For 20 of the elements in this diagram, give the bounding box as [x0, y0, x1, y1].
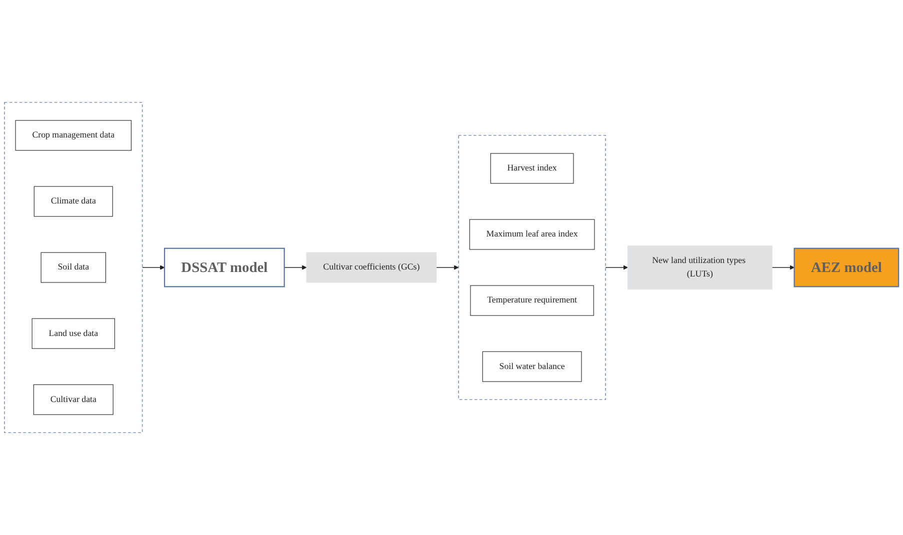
arrow	[142, 265, 165, 270]
node-box: Crop management data	[15, 120, 132, 151]
node-box: DSSAT model	[164, 248, 285, 288]
node-box: Maximum leaf area index	[469, 219, 595, 250]
node-box: Soil water balance	[482, 351, 582, 382]
arrow	[284, 265, 307, 270]
node-box: Climate data	[34, 186, 113, 217]
cluster	[4, 102, 143, 434]
node-box: Soil data	[40, 252, 106, 283]
cluster	[458, 134, 606, 400]
node-box: Cultivar data	[33, 384, 114, 415]
node-box: Cultivar coefficients (GCs)	[306, 252, 437, 283]
arrow	[605, 265, 628, 270]
node-box: AEZ model	[794, 248, 900, 288]
node-box: Land use data	[32, 318, 115, 349]
arrow	[436, 265, 459, 270]
arrow	[772, 265, 794, 270]
node-box: Temperature requirement	[470, 285, 594, 316]
node-box: New land utilization types (LUTs)	[627, 246, 772, 290]
node-box: Harvest index	[490, 153, 574, 184]
